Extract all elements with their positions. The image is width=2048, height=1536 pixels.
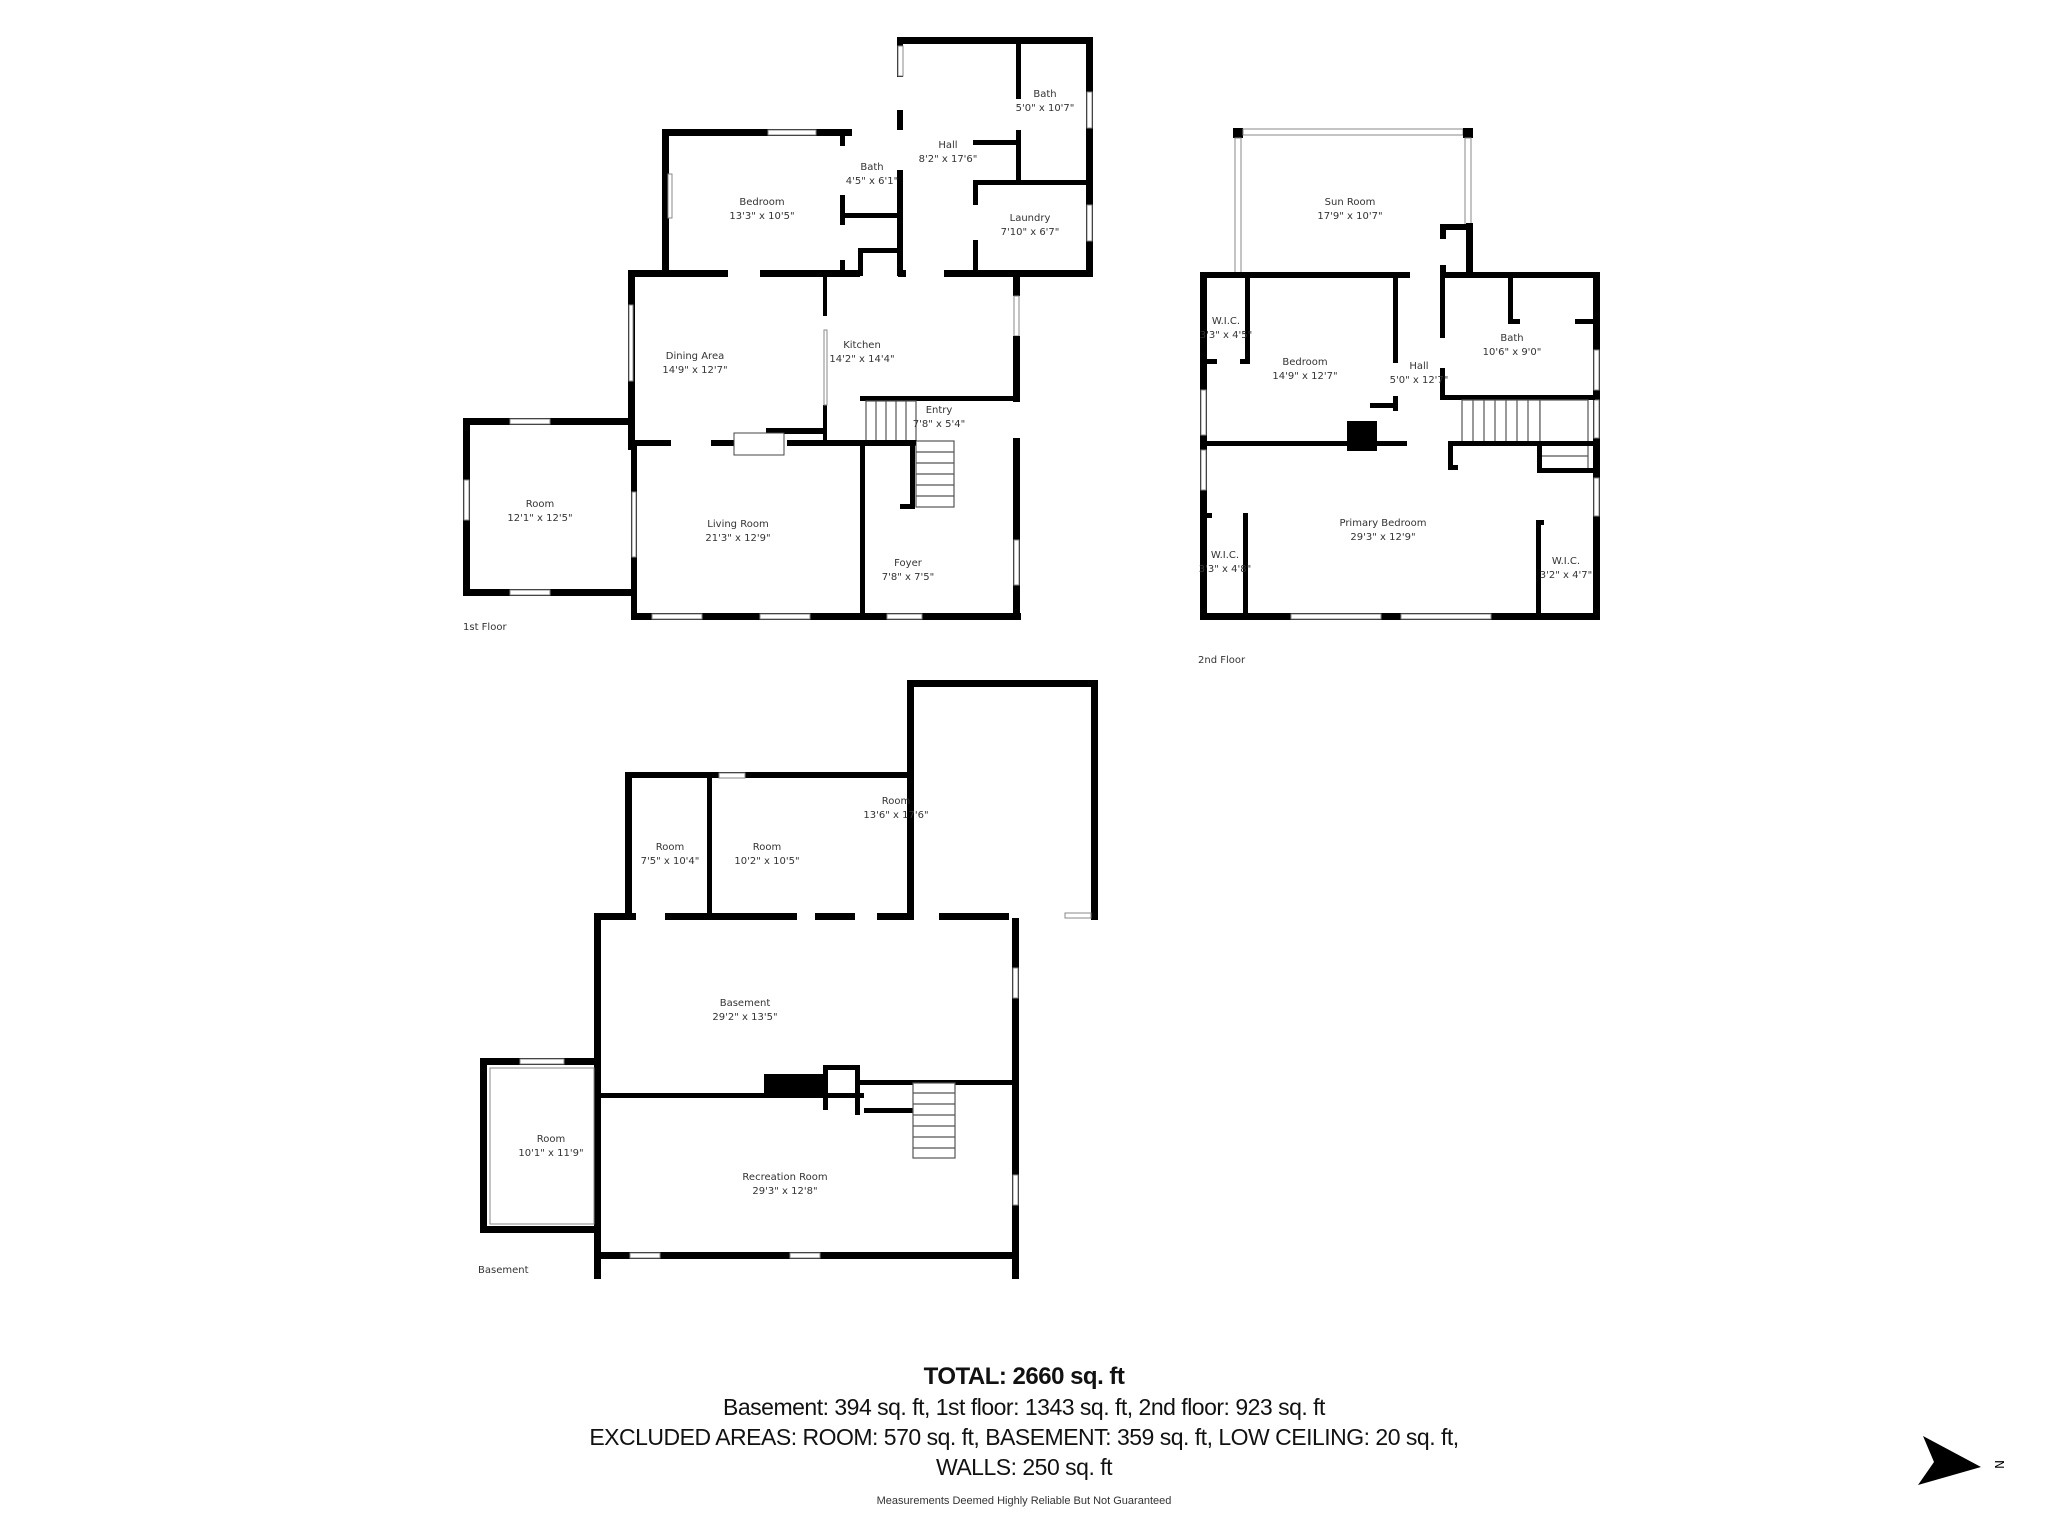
room-label-kitchen: Kitchen 14'2" x 14'4" (829, 339, 894, 367)
room-name: Laundry (1009, 213, 1051, 224)
room-label-living-room: Living Room 21'3" x 12'9" (705, 518, 770, 546)
room-dims: 7'8" x 5'4" (912, 419, 966, 430)
compass-label: N (1992, 1460, 2006, 1469)
room-label-primary-bedroom: Primary Bedroom 29'3" x 12'9" (1339, 517, 1426, 545)
room-dims: 14'9" x 12'7" (1272, 371, 1338, 382)
room-dims: 13'3" x 10'5" (729, 211, 795, 222)
room-dims: 21'3" x 12'9" (705, 533, 771, 544)
room-dims: 7'5" x 10'4" (640, 856, 700, 867)
room-dims: 10'1" x 11'9" (518, 1148, 584, 1159)
room-name: W.I.C. (1210, 550, 1240, 561)
north-arrow-icon: N (1918, 1436, 2006, 1485)
room-label-basement: Basement 29'2" x 13'5" (712, 997, 777, 1025)
room-name: Living Room (707, 519, 769, 530)
room-name: Hall (1409, 361, 1429, 372)
room-label-room-b2: Room 10'2" x 10'5" (734, 841, 799, 869)
room-name: Basement (719, 998, 771, 1009)
disclaimer: Measurements Deemed Highly Reliable But … (876, 1495, 1172, 1507)
room-dims: 13'6" x 17'6" (863, 810, 929, 821)
room-name: Kitchen (843, 340, 881, 351)
room-name: Hall (938, 140, 958, 151)
area-summary: TOTAL: 2660 sq. ft Basement: 394 sq. ft,… (0, 1362, 2048, 1482)
room-name: Room (536, 1134, 566, 1145)
room-label-recreation-room: Recreation Room 29'3" x 12'8" (742, 1171, 827, 1199)
room-label-sun-room: Sun Room 17'9" x 10'7" (1317, 196, 1382, 224)
room-name: Room (752, 842, 782, 853)
area-by-floor: Basement: 394 sq. ft, 1st floor: 1343 sq… (723, 1394, 1325, 1420)
room-dims: 10'6" x 9'0" (1482, 347, 1542, 358)
room-dims: 29'2" x 13'5" (712, 1012, 778, 1023)
room-name: Room (525, 499, 555, 510)
floor-label-2nd: 2nd Floor (1198, 655, 1246, 666)
room-dims: 7'10" x 6'7" (1000, 227, 1060, 238)
floor-label-1st: 1st Floor (463, 622, 507, 633)
room-label-wic-lower-right: W.I.C. 3'2" x 4'7" (1540, 555, 1592, 583)
room-label-wic-upper: W.I.C. 3'3" x 4'5" (1200, 315, 1252, 343)
compass: N (1915, 1430, 2025, 1504)
room-label-foyer: Foyer 7'8" x 7'5" (882, 557, 934, 585)
room-label-bath-upper-1f: Bath 5'0" x 10'7" (1016, 88, 1075, 116)
first-floor-walls (463, 37, 1093, 620)
room-name: Bath (1500, 333, 1524, 344)
room-name: Bath (860, 162, 884, 173)
room-name: Foyer (894, 558, 922, 569)
room-label-hall-2f: Hall 5'0" x 12'7" (1390, 360, 1449, 388)
room-name: Entry (925, 405, 953, 416)
room-dims: 14'9" x 12'7" (662, 365, 728, 376)
room-name: W.I.C. (1211, 316, 1241, 327)
room-name: Room (881, 796, 911, 807)
room-label-bedroom-1f: Bedroom 13'3" x 10'5" (729, 196, 794, 224)
room-label-bedroom-2f: Bedroom 14'9" x 12'7" (1272, 356, 1337, 384)
room-dims: 4'5" x 6'1" (845, 176, 899, 187)
room-label-dining-area: Dining Area 14'9" x 12'7" (662, 350, 727, 378)
room-label-bath-2f: Bath 10'6" x 9'0" (1483, 332, 1542, 360)
room-name: Bedroom (1282, 357, 1328, 368)
basement-walls (480, 680, 1098, 1279)
room-label-laundry-1f: Laundry 7'10" x 6'7" (1001, 212, 1060, 240)
room-name: Room (655, 842, 685, 853)
room-dims: 17'9" x 10'7" (1317, 211, 1383, 222)
room-dims: 7'8" x 7'5" (881, 572, 935, 583)
room-dims: 10'2" x 10'5" (734, 856, 800, 867)
room-label-room-b3: Room 13'6" x 17'6" (863, 795, 928, 823)
room-label-room-b4: Room 10'1" x 11'9" (518, 1133, 583, 1161)
room-dims: 5'0" x 12'7" (1389, 375, 1449, 386)
room-label-room-1f: Room 12'1" x 12'5" (507, 498, 572, 526)
total-area: TOTAL: 2660 sq. ft (923, 1363, 1125, 1390)
room-dims: 5'0" x 10'7" (1015, 103, 1075, 114)
room-name: Bedroom (739, 197, 785, 208)
room-dims: 8'2" x 17'6" (918, 154, 978, 165)
room-label-bath-small-1f: Bath 4'5" x 6'1" (846, 161, 898, 189)
room-name: Recreation Room (742, 1172, 828, 1183)
room-dims: 29'3" x 12'9" (1350, 532, 1416, 543)
room-dims: 3'2" x 4'7" (1539, 570, 1593, 581)
room-dims: 3'3" x 4'8" (1198, 564, 1252, 575)
floor-label-basement: Basement (478, 1265, 529, 1276)
room-name: Sun Room (1324, 197, 1376, 208)
room-label-entry: Entry 7'8" x 5'4" (913, 404, 965, 432)
room-label-hall-1f: Hall 8'2" x 17'6" (919, 139, 978, 167)
room-dims: 3'3" x 4'5" (1199, 330, 1253, 341)
room-name: Dining Area (665, 351, 725, 362)
room-label-wic-lower-left: W.I.C. 3'3" x 4'8" (1199, 549, 1251, 577)
room-name: Primary Bedroom (1339, 518, 1427, 529)
second-floor-walls (1200, 128, 1600, 620)
room-name: Bath (1033, 89, 1057, 100)
excluded-areas-line2: WALLS: 250 sq. ft (935, 1454, 1113, 1480)
excluded-areas-line1: EXCLUDED AREAS: ROOM: 570 sq. ft, BASEME… (589, 1424, 1459, 1450)
room-dims: 12'1" x 12'5" (507, 513, 573, 524)
room-dims: 14'2" x 14'4" (829, 354, 895, 365)
room-dims: 29'3" x 12'8" (752, 1186, 818, 1197)
room-label-room-b1: Room 7'5" x 10'4" (641, 841, 700, 869)
room-name: W.I.C. (1551, 556, 1581, 567)
